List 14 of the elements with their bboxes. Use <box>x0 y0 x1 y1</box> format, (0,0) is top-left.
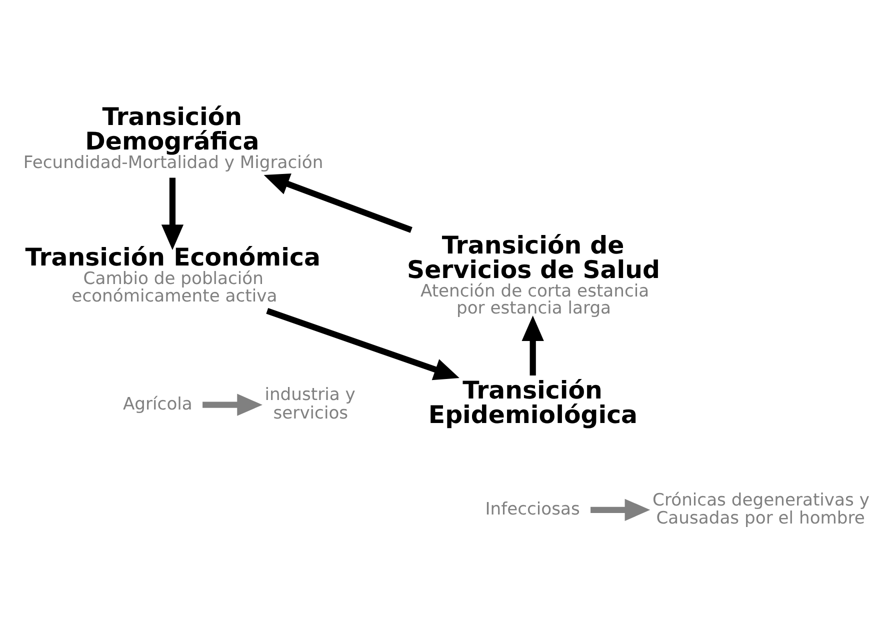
node-text: Transición Económica Cambio de población económicamente activa <box>25 242 320 306</box>
arrow <box>590 498 650 521</box>
node-text: Agrícola <box>122 394 192 414</box>
node-text: Crónicas degenerativas y Causadas por el hombre <box>652 490 870 529</box>
arrow <box>266 308 460 380</box>
node-text: industria y servicios <box>264 385 356 424</box>
arrow <box>161 178 184 250</box>
node-text: Transición de Servicios de Salud Atención de corta estancia por estancia larga <box>407 230 660 318</box>
arrow <box>202 394 262 416</box>
node-text: Transición Demográfica Fecundidad-Mortalidad y Migración <box>23 102 324 174</box>
arrow <box>522 316 544 376</box>
arrow <box>264 174 412 233</box>
node-text: Infecciosas <box>485 499 580 520</box>
node-text: Transición Epidemiológica <box>428 376 638 430</box>
